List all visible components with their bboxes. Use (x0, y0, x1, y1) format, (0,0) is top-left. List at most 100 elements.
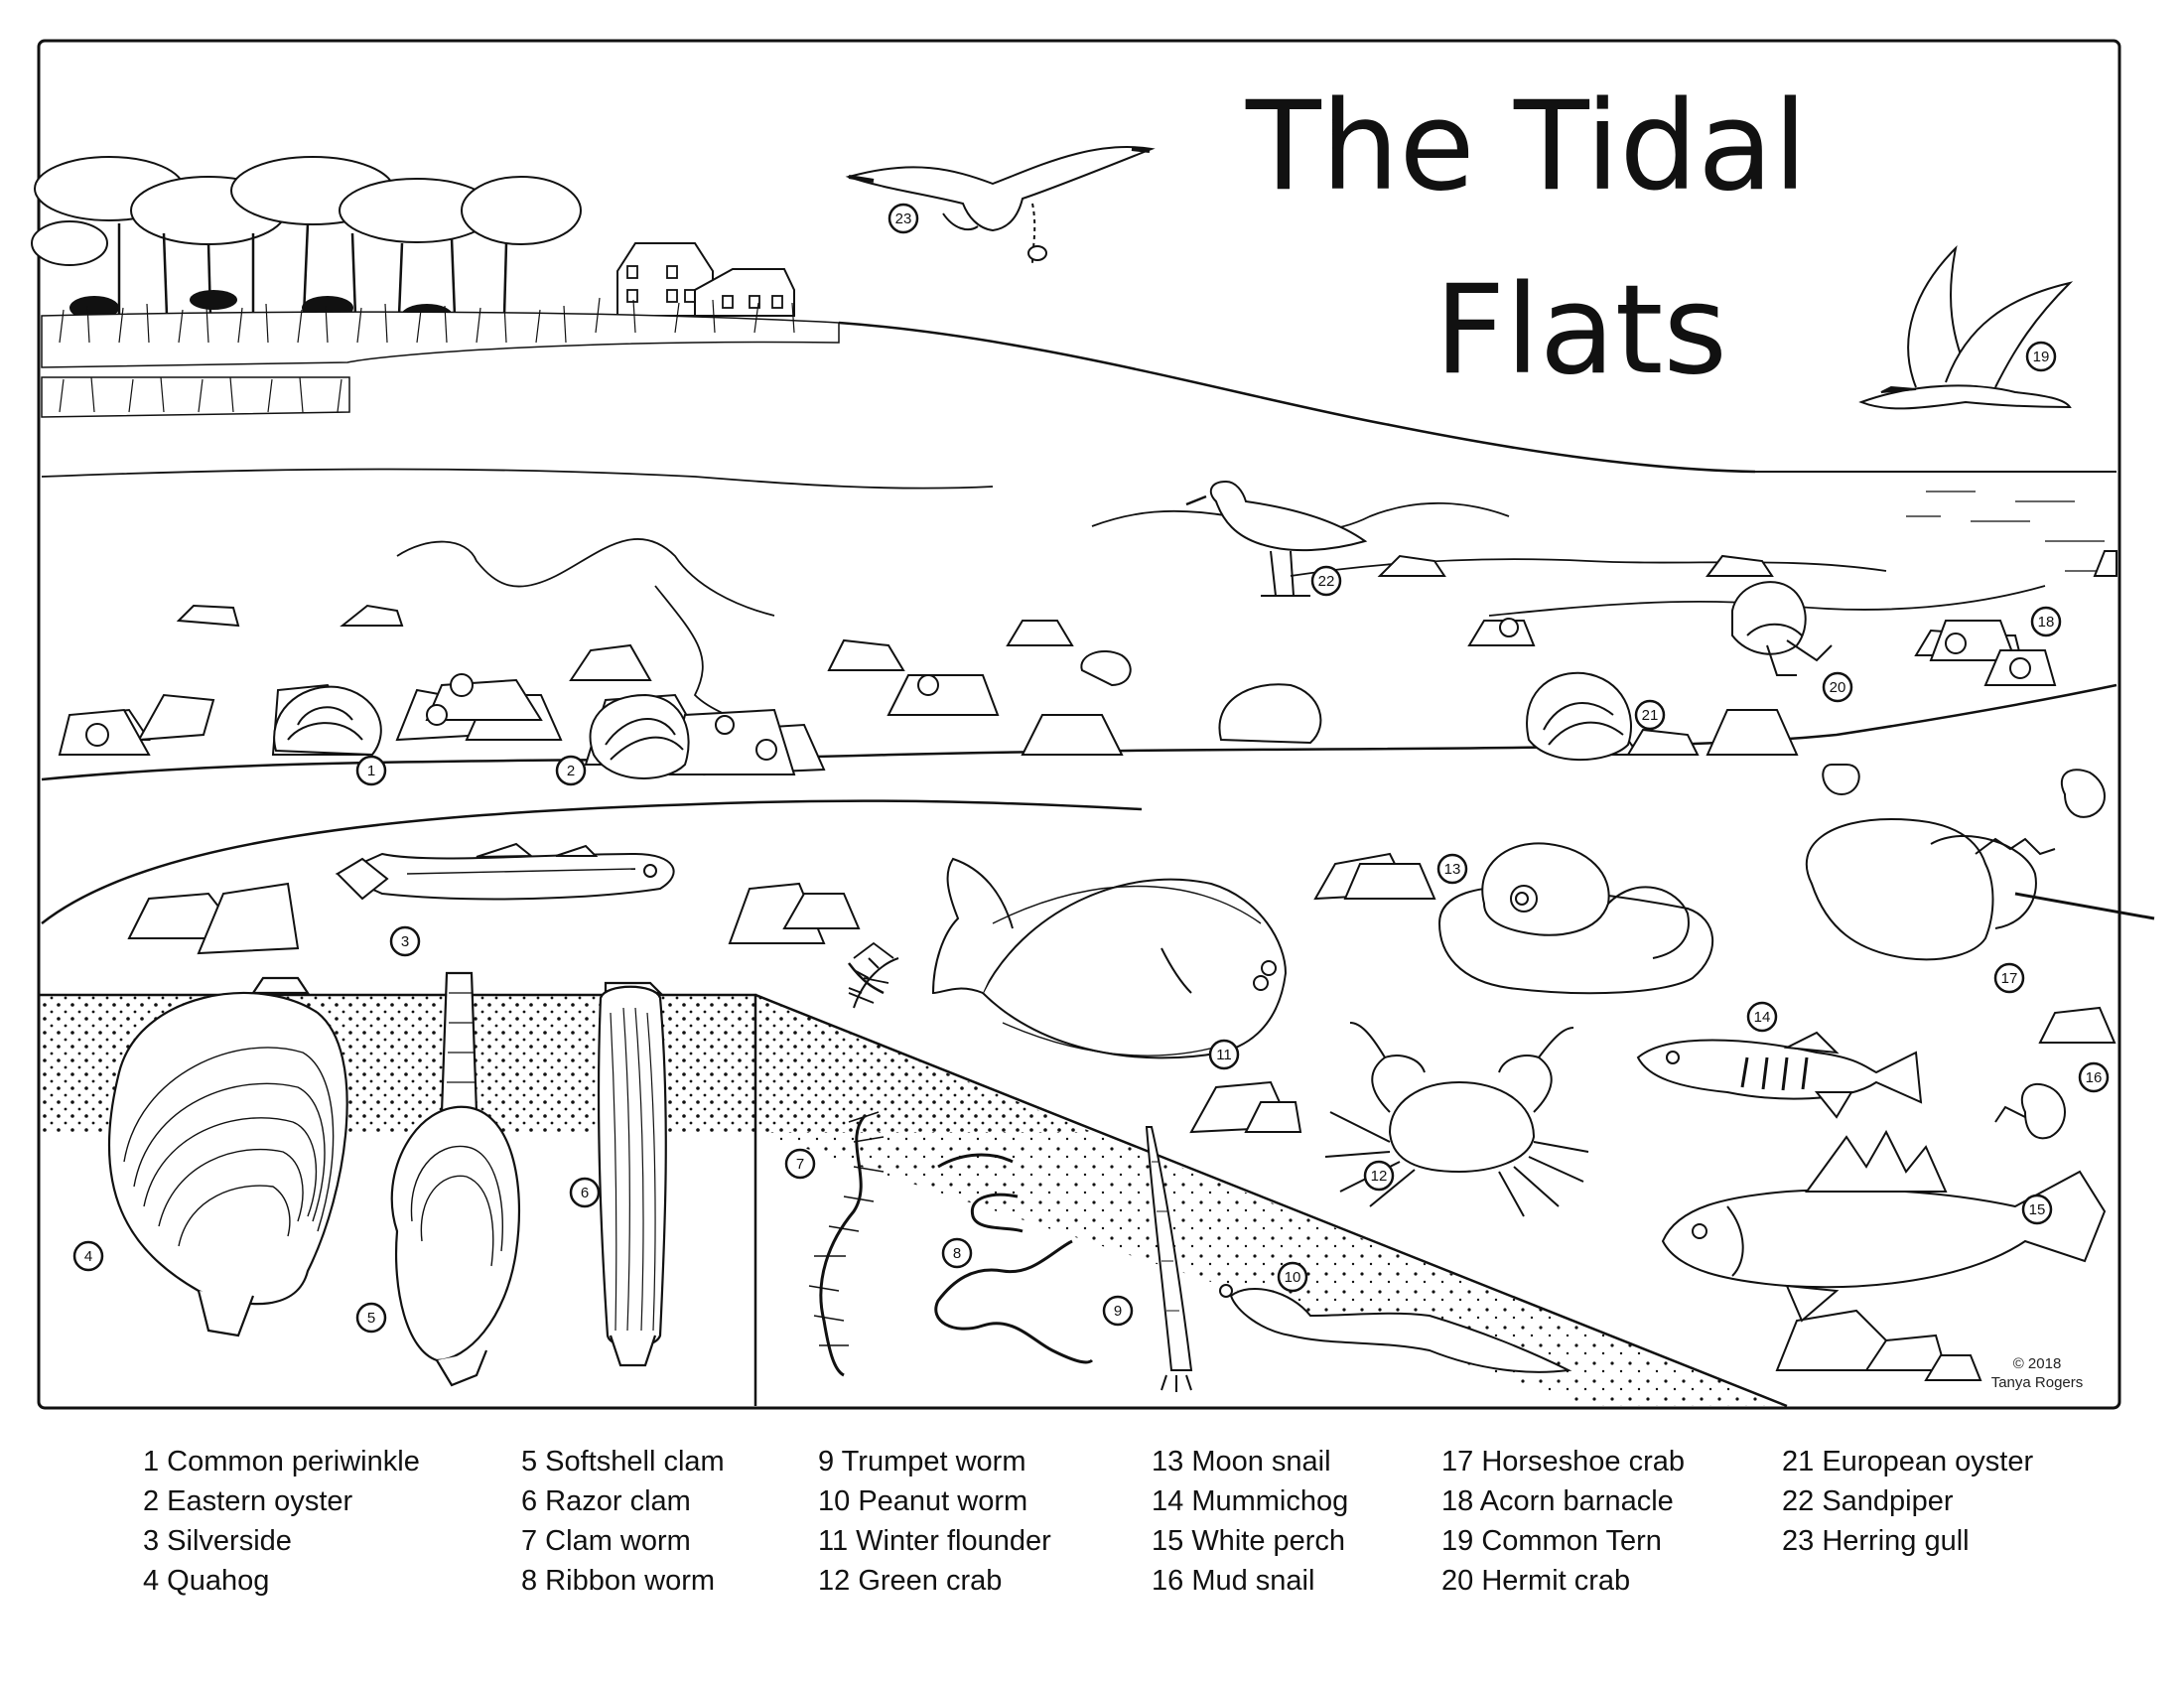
horseshoe-crab (1805, 817, 2155, 961)
legend-item: 8 Ribbon worm (521, 1565, 716, 1597)
legend-item: 11 Winter flounder (818, 1525, 1051, 1557)
legend-column-1: 1 Common periwinkle 2 Eastern oyster 3 S… (143, 1442, 420, 1601)
legend-column-3: 9 Trumpet worm 10 Peanut worm 11 Winter … (818, 1442, 1051, 1601)
moon-snail (1437, 842, 1714, 995)
svg-text:12: 12 (1371, 1168, 1388, 1185)
legend-item: 9 Trumpet worm (818, 1446, 1026, 1477)
marker-16: 16 (2078, 1061, 2110, 1093)
quahog (107, 976, 348, 1337)
svg-text:16: 16 (2086, 1069, 2103, 1086)
common-tern (1858, 244, 2074, 410)
marker-14: 14 (1746, 1001, 1778, 1033)
periwinkle-snails (273, 650, 1860, 796)
svg-text:10: 10 (1285, 1269, 1301, 1286)
svg-text:3: 3 (401, 933, 409, 950)
mummichog (1636, 1031, 1923, 1119)
houses (616, 242, 795, 317)
mud-snails (1994, 769, 2106, 1140)
marker-9: 9 (1102, 1295, 1134, 1327)
legend-item: 2 Eastern oyster (143, 1485, 353, 1517)
svg-text:9: 9 (1114, 1303, 1122, 1320)
legend-item: 19 Common Tern (1441, 1525, 1662, 1557)
hermit-crab (1731, 581, 1833, 676)
marker-8: 8 (941, 1237, 973, 1269)
legend-item: 21 European oyster (1782, 1446, 2034, 1477)
svg-text:23: 23 (895, 211, 912, 227)
marker-23: 23 (887, 203, 919, 234)
silverside (335, 842, 675, 901)
legend-item: 23 Herring gull (1782, 1525, 1970, 1557)
marker-17: 17 (1993, 962, 2025, 994)
svg-text:5: 5 (367, 1310, 375, 1327)
svg-text:19: 19 (2033, 349, 2050, 365)
legend-item: 15 White perch (1152, 1525, 1346, 1557)
marsh-grass (41, 297, 840, 418)
winter-flounder (931, 857, 1288, 1059)
small-shrimp (848, 957, 899, 1009)
razor-clam (597, 981, 667, 1367)
tidal-flats-illustration: The Tidal Flats © 2018 Tanya Rogers 1 2 … (31, 39, 2155, 1410)
svg-text:4: 4 (84, 1248, 92, 1265)
softshell-clam (390, 971, 521, 1387)
svg-text:8: 8 (953, 1245, 961, 1262)
green-crab (1324, 1022, 1589, 1217)
svg-text:20: 20 (1830, 679, 1846, 696)
svg-text:22: 22 (1318, 573, 1335, 590)
legend-item: 4 Quahog (143, 1565, 270, 1597)
legend-item: 14 Mummichog (1152, 1485, 1349, 1517)
tree-line (31, 156, 582, 328)
marker-1: 1 (355, 755, 387, 786)
marker-6: 6 (569, 1177, 601, 1208)
legend-item: 16 Mud snail (1152, 1565, 1315, 1597)
legend-item: 18 Acorn barnacle (1441, 1485, 1674, 1517)
legend-item: 17 Horseshoe crab (1441, 1446, 1686, 1477)
legend-item: 12 Green crab (818, 1565, 1003, 1597)
sea (1755, 471, 2116, 572)
marker-20: 20 (1822, 671, 1853, 703)
herring-gull (845, 146, 1156, 264)
peanut-worm (1219, 1284, 1572, 1373)
marker-10: 10 (1277, 1261, 1308, 1293)
legend-column-6: 21 European oyster 22 Sandpiper 23 Herri… (1782, 1442, 2033, 1561)
svg-text:14: 14 (1754, 1009, 1771, 1026)
svg-text:6: 6 (581, 1185, 589, 1201)
trumpet-worm (1145, 1126, 1193, 1392)
svg-text:2: 2 (567, 763, 575, 779)
title-line-1: The Tidal (1245, 75, 1808, 218)
legend-item: 20 Hermit crab (1441, 1565, 1631, 1597)
illustration-frame (37, 39, 2121, 1410)
copyright-author: Tanya Rogers (1991, 1374, 2084, 1391)
marker-13: 13 (1436, 853, 1468, 885)
marker-5: 5 (355, 1302, 387, 1334)
legend-item: 5 Softshell clam (521, 1446, 725, 1477)
svg-text:1: 1 (367, 763, 375, 779)
svg-text:18: 18 (2038, 614, 2055, 631)
oysters (589, 671, 1632, 779)
legend-item: 6 Razor clam (521, 1485, 691, 1517)
clam-worm (808, 941, 894, 1377)
legend-column-5: 17 Horseshoe crab 18 Acorn barnacle 19 C… (1441, 1442, 1685, 1601)
ribbon-worm (934, 1153, 1094, 1364)
marker-19: 19 (2025, 341, 2057, 372)
white-perch (1661, 1129, 2107, 1323)
marker-7: 7 (784, 1148, 816, 1180)
marker-21: 21 (1634, 699, 1666, 731)
svg-text:13: 13 (1444, 861, 1461, 878)
marker-15: 15 (2021, 1194, 2053, 1225)
marker-11: 11 (1208, 1039, 1240, 1070)
legend-item: 1 Common periwinkle (143, 1446, 420, 1477)
svg-text:17: 17 (2001, 970, 2018, 987)
sandpiper (1185, 480, 1368, 597)
marker-18: 18 (2030, 606, 2062, 637)
svg-text:7: 7 (796, 1156, 804, 1173)
marker-3: 3 (389, 925, 421, 957)
legend-column-2: 5 Softshell clam 6 Razor clam 7 Clam wor… (521, 1442, 725, 1601)
copyright-year: © 2018 (2013, 1355, 2062, 1372)
species-legend: 1 Common periwinkle 2 Eastern oyster 3 S… (0, 1442, 2184, 1640)
legend-item: 13 Moon snail (1152, 1446, 1331, 1477)
marker-12: 12 (1363, 1160, 1395, 1192)
svg-text:21: 21 (1642, 707, 1659, 724)
legend-column-4: 13 Moon snail 14 Mummichog 15 White perc… (1152, 1442, 1348, 1601)
marker-22: 22 (1310, 565, 1342, 597)
legend-item: 7 Clam worm (521, 1525, 691, 1557)
